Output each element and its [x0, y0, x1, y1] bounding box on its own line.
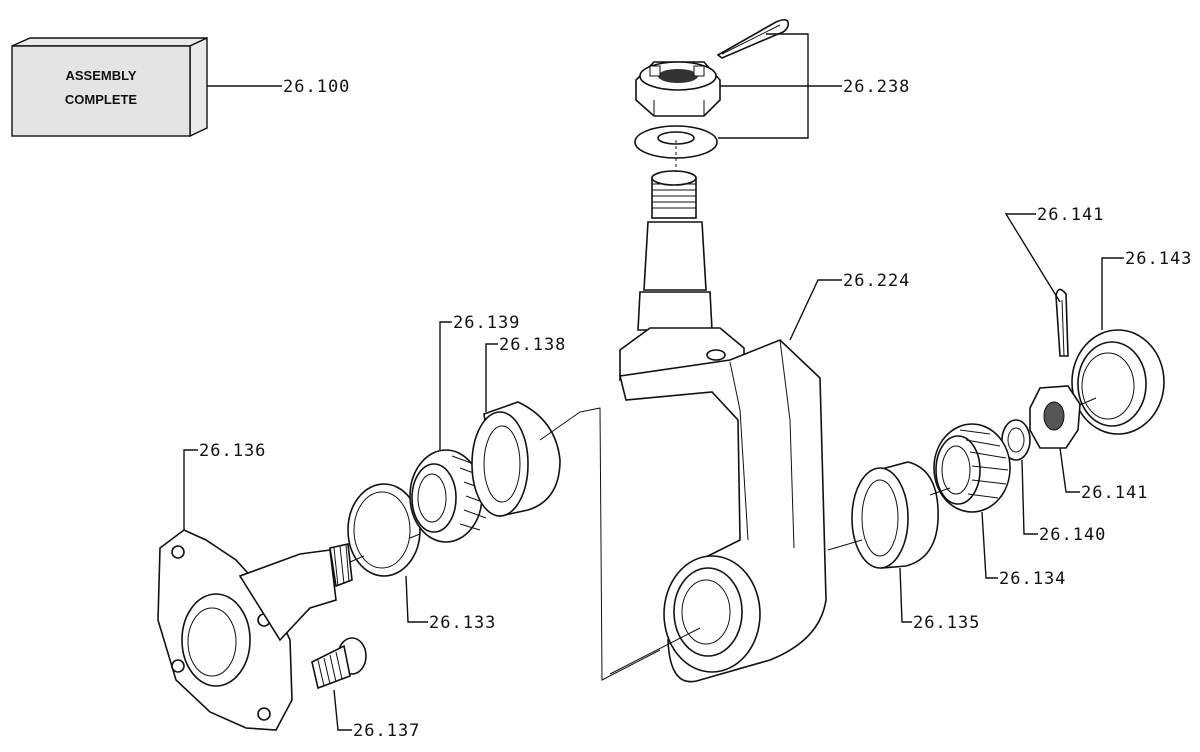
axis-line-left-1	[349, 555, 365, 563]
assembly-complete-box: ASSEMBLY COMPLETE	[11, 36, 208, 138]
callout-26-141-top: 26.141	[1037, 205, 1104, 225]
callout-26-140: 26.140	[1039, 525, 1106, 545]
bearing-cup-left	[471, 401, 561, 517]
callout-26-139: 26.139	[453, 313, 520, 333]
callout-26-224: 26.224	[843, 271, 910, 291]
steering-knuckle	[619, 170, 827, 683]
leader-26-143	[1101, 257, 1124, 330]
callout-26-138: 26.138	[499, 335, 566, 355]
callout-26-141-bottom: 26.141	[1081, 483, 1148, 503]
callout-26-100: 26.100	[283, 77, 350, 97]
seal-ring	[347, 483, 421, 577]
tapered-bearing-right	[933, 423, 1011, 513]
callout-26-238: 26.238	[843, 77, 910, 97]
leader-26-135	[899, 567, 912, 623]
hex-nut-right	[1029, 385, 1081, 449]
leader-26-134	[981, 511, 998, 579]
leader-26-141-top	[1004, 213, 1061, 303]
axis-line-right-1	[827, 539, 863, 551]
axis-line-left-3	[539, 411, 581, 441]
bore-axis-line	[609, 627, 701, 675]
axis-line-right-3	[1079, 397, 1097, 406]
tapered-bearing-left	[409, 449, 489, 543]
leader-26-141-bottom	[1059, 447, 1080, 493]
wheel-stud	[311, 637, 367, 690]
leader-26-136	[183, 449, 198, 530]
callout-26-137: 26.137	[353, 721, 420, 741]
cotter-pin-top	[716, 18, 790, 59]
callout-26-135: 26.135	[913, 613, 980, 633]
leader-26-138	[485, 343, 498, 412]
hub-cap	[1071, 329, 1165, 435]
bracket-26-238	[718, 33, 809, 139]
leader-26-133	[405, 575, 428, 623]
callout-26-133: 26.133	[429, 613, 496, 633]
assembly-label-line1: ASSEMBLY	[65, 68, 136, 83]
bearing-cup-right	[851, 461, 939, 569]
hub-flange	[157, 529, 353, 731]
leader-26-137	[333, 689, 352, 731]
alignment-bracket	[579, 407, 661, 681]
callout-26-143: 26.143	[1125, 249, 1192, 269]
axis-line-left-2	[409, 533, 421, 539]
leader-26-224	[789, 279, 842, 341]
assembly-label-line2: COMPLETE	[65, 92, 138, 107]
axis-line-right-2	[929, 487, 951, 496]
leader-26-139	[439, 321, 452, 450]
leader-26-140	[1021, 459, 1038, 535]
castle-nut	[635, 61, 721, 117]
cotter-pin-right	[1055, 288, 1069, 357]
callout-26-134: 26.134	[999, 569, 1066, 589]
callout-26-136: 26.136	[199, 441, 266, 461]
